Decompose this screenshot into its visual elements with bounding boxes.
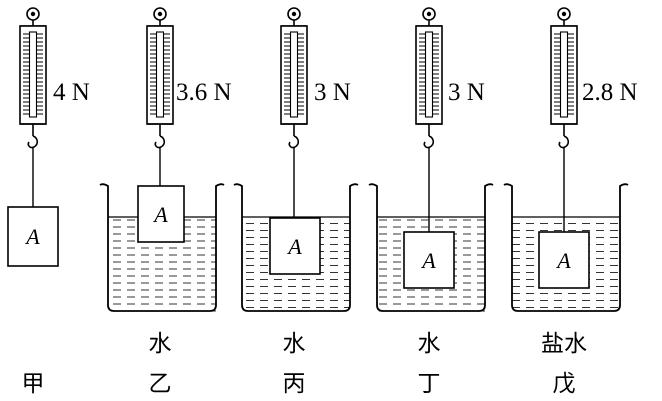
spring-scale-icon [415,7,443,149]
block-label: A [286,234,302,259]
setup-caption: 戊 [553,371,576,397]
block-a [538,231,590,289]
block-a [403,231,455,289]
block-a [269,217,321,275]
scale-reading: 3 N [314,79,351,106]
block-a [137,185,185,243]
scale-reading: 2.8 N [582,79,638,106]
setup-caption: 丁 [418,371,441,397]
liquid-label: 水 [283,331,306,357]
block-label: A [555,248,571,273]
liquid-label: 水 [418,331,441,357]
setup-wu: 2.8 N A 盐水 戊 [503,7,638,397]
block-label: A [152,202,168,227]
setup-yi: 3.6 N A 水 乙 [99,7,232,397]
block-label: A [24,224,40,249]
setup-caption: 乙 [149,371,172,397]
spring-scale-icon [550,7,578,149]
liquid-label: 水 [149,331,172,357]
spring-scale-icon [280,7,308,149]
spring-scale-icon [146,7,174,149]
scale-reading: 3.6 N [176,79,232,106]
scale-reading: 3 N [448,79,485,106]
spring-scale-icon [19,7,47,149]
block-a [7,206,59,267]
setup-jia: 4 N A 甲 [7,7,90,397]
setup-bing: 3 N A 水 丙 [233,7,359,397]
block-label: A [420,248,436,273]
setup-caption: 甲 [22,371,45,397]
liquid-label: 盐水 [541,331,587,357]
setup-caption: 丙 [283,371,306,397]
setup-ding: 3 N A 水 丁 [368,7,494,397]
scale-reading: 4 N [53,79,90,106]
